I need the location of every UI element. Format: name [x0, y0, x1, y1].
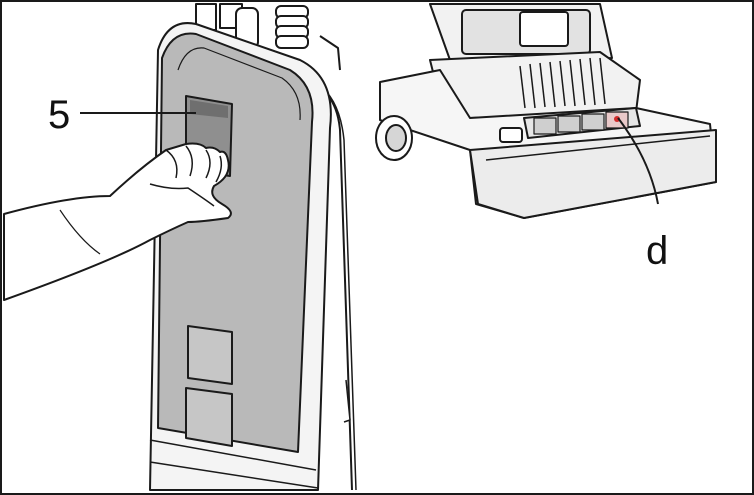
hose	[275, 5, 309, 49]
lower-panel-lower	[185, 387, 233, 447]
hand-arm	[3, 142, 232, 301]
setting-button-2	[557, 115, 581, 133]
setting-button-1	[533, 117, 557, 135]
lower-panel-upper	[187, 325, 233, 385]
callout-5-label: 5	[48, 93, 70, 137]
front-panel	[157, 32, 314, 453]
vacuum-vents	[519, 57, 606, 109]
hand	[3, 142, 232, 301]
callout-d-label: d	[646, 229, 668, 273]
indicator-light	[614, 116, 620, 122]
vacuum-cleaner	[375, 3, 717, 219]
vacuum-footswitch	[499, 127, 523, 143]
vacuum-body-closeup	[149, 3, 357, 491]
setting-button-3	[581, 113, 605, 131]
callout-d-leader	[617, 117, 659, 205]
